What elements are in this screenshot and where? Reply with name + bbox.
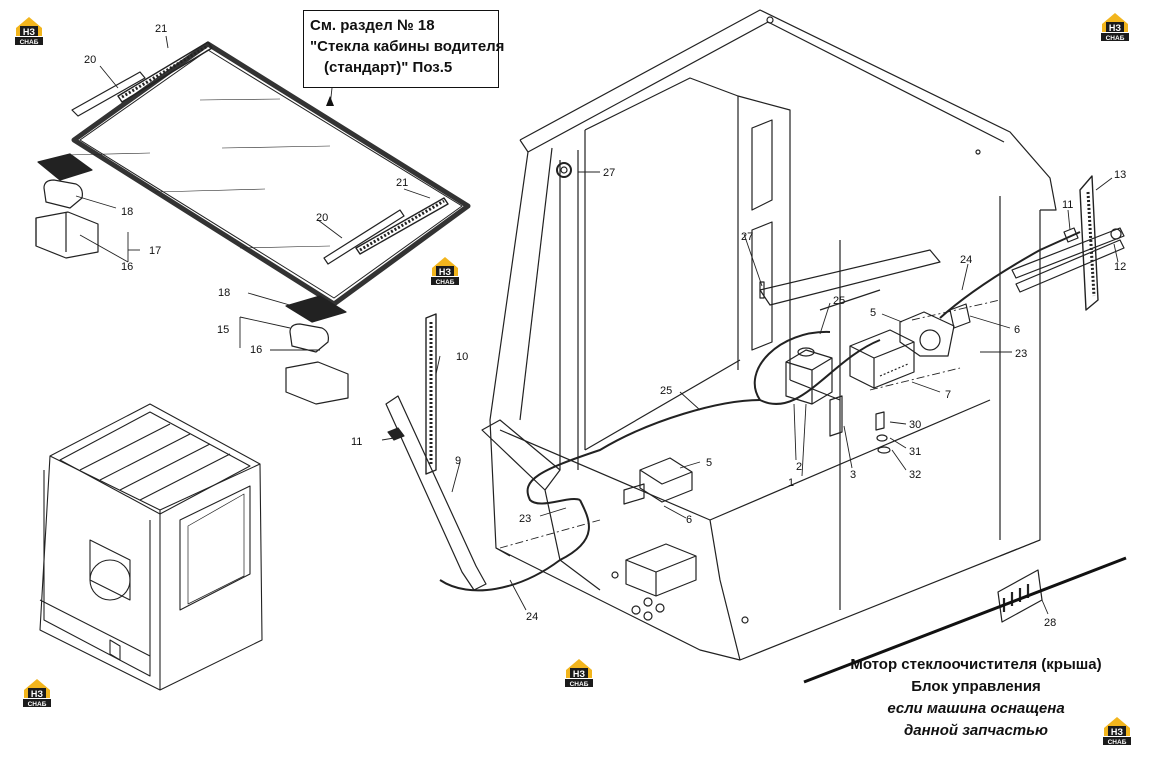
part-7: 7 — [945, 389, 951, 401]
svg-text:НЗ: НЗ — [1111, 727, 1123, 737]
part-20-top: 20 — [84, 54, 96, 66]
part-21-mid: 21 — [396, 177, 408, 189]
part-25-right: 25 — [833, 295, 845, 307]
pivot-11-right — [1063, 227, 1079, 243]
part-20-mid: 20 — [316, 212, 328, 224]
part-23-right: 23 — [1015, 348, 1027, 360]
diagram-caption: Мотор стеклоочистителя (крыша) Блок упра… — [846, 654, 1106, 742]
svg-text:НЗ: НЗ — [573, 669, 585, 679]
screws-30-31-32 — [875, 411, 891, 454]
part-31: 31 — [909, 446, 921, 458]
part-10: 10 — [456, 351, 468, 363]
svg-text:СНАБ: СНАБ — [436, 279, 455, 286]
svg-text:НЗ: НЗ — [23, 27, 35, 37]
part-13: 13 — [1114, 169, 1126, 181]
grommet-27 — [556, 162, 765, 299]
part-30: 30 — [909, 419, 921, 431]
svg-text:СНАБ: СНАБ — [28, 701, 47, 708]
callout-arrowhead — [326, 96, 334, 106]
part-16-mid: 16 — [250, 344, 262, 356]
part-27-b: 27 — [741, 231, 753, 243]
caption-line-3: если машина оснащена — [887, 700, 1065, 717]
part-11-left: 11 — [351, 436, 362, 448]
wiper-motor-right — [899, 303, 971, 357]
leader-lines — [75, 35, 1119, 615]
part-21-top: 21 — [155, 23, 167, 35]
svg-text:НЗ: НЗ — [1109, 23, 1121, 33]
part-25-left: 25 — [660, 385, 672, 397]
part-32: 32 — [909, 469, 921, 481]
svg-text:НЗ: НЗ — [439, 267, 451, 277]
washer-reservoir — [785, 347, 833, 405]
part-24-right: 24 — [960, 254, 972, 266]
wiring-harness-24-right — [939, 231, 1081, 319]
section-reference-callout: См. раздел № 18 "Стекла кабины водителя … — [303, 10, 505, 88]
brand-logo-icon: НЗ СНАБ — [1098, 10, 1132, 44]
wiper-assembly-right — [1011, 175, 1125, 311]
svg-text:СНАБ: СНАБ — [20, 39, 39, 46]
caption-line-4: данной запчастью — [903, 722, 1049, 739]
cabin-thumbnail — [39, 403, 263, 691]
part-27-a: 27 — [603, 167, 615, 179]
part-11-right: 11 — [1062, 199, 1073, 211]
svg-text:СНАБ: СНАБ — [1106, 35, 1125, 42]
part-1: 1 — [788, 477, 794, 489]
part-23-left: 23 — [519, 513, 531, 525]
wiper-motor-assembly-top — [35, 153, 99, 259]
svg-text:СНАБ: СНАБ — [570, 681, 589, 688]
part-number-labels: 20 21 21 20 18 17 16 18 15 16 27 27 25 2… — [84, 23, 1126, 629]
brand-logo-icon: НЗ СНАБ — [20, 676, 54, 710]
part-6-right: 6 — [1014, 324, 1020, 336]
part-16-top: 16 — [121, 261, 133, 273]
wiper-assembly-left — [385, 313, 487, 591]
part-5-right: 5 — [870, 307, 876, 319]
part-15: 15 — [217, 324, 229, 336]
caption-line-1: Мотор стеклоочистителя (крыша) — [850, 656, 1102, 673]
svg-text:НЗ: НЗ — [31, 689, 43, 699]
brand-logo-icon: НЗ СНАБ — [428, 254, 462, 288]
cabin-frame — [481, 9, 1057, 661]
part-2: 2 — [796, 461, 802, 473]
wiper-arm-20-mid — [323, 197, 449, 265]
svg-text:СНАБ: СНАБ — [1108, 739, 1127, 746]
part-24-left: 24 — [526, 611, 538, 623]
part-28: 28 — [1044, 617, 1056, 629]
bracket-3 — [829, 395, 843, 437]
brand-logo-icon: НЗ СНАБ — [12, 14, 46, 48]
caption-line-2: Блок управления — [911, 678, 1041, 695]
part-5-lower: 5 — [706, 457, 712, 469]
roof-glass-panel — [65, 41, 471, 307]
part-17: 17 — [149, 245, 161, 257]
wiper-arm-20-top — [71, 41, 213, 117]
wiper-motor-assembly-mid — [285, 295, 349, 405]
separator-line — [803, 556, 1127, 684]
wiring-harness-25 — [439, 330, 881, 592]
wiper-motor-lower — [623, 457, 693, 505]
part-3: 3 — [850, 469, 856, 481]
part-12: 12 — [1114, 261, 1126, 273]
part-6-lower: 6 — [686, 514, 692, 526]
control-unit-7 — [849, 329, 915, 389]
part-18-mid: 18 — [218, 287, 230, 299]
brand-logo-icon: НЗ СНАБ — [562, 656, 596, 690]
part-18-top: 18 — [121, 206, 133, 218]
part-9: 9 — [455, 455, 461, 467]
callout-line-2: "Стекла кабины водителя — [310, 38, 505, 55]
callout-line-1: См. раздел № 18 — [310, 17, 435, 34]
alignment-lines — [499, 299, 1001, 549]
control-module-28 — [997, 569, 1043, 623]
brand-logo-icon: НЗ СНАБ — [1100, 714, 1134, 748]
rear-window-openings — [751, 119, 773, 351]
callout-line-3: (стандарт)" Поз.5 — [324, 59, 453, 76]
